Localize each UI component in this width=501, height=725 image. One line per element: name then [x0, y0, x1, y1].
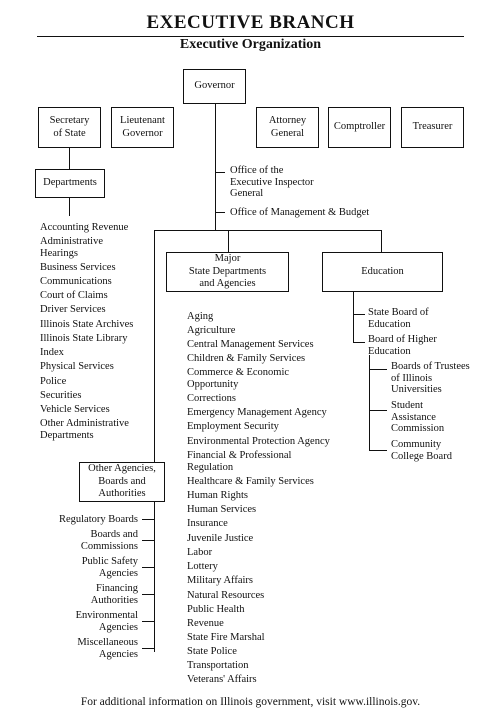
dept-item: Driver Services	[40, 304, 106, 315]
agency-item: Insurance	[187, 518, 228, 529]
title-rule	[37, 36, 464, 37]
departments-box: Departments	[35, 169, 105, 198]
agency-item: Lottery	[187, 561, 218, 572]
office-inspector-general: Office of the Executive Inspector Genera…	[230, 165, 314, 199]
education-trunk-line	[353, 291, 354, 342]
public-safety-connector	[142, 567, 154, 568]
governor-box: Governor	[183, 69, 246, 104]
trustees-connector	[369, 369, 387, 370]
other-agency-item: Public Safety Agencies	[81, 556, 138, 579]
governor-trunk-line	[215, 103, 216, 230]
agency-item: Military Affairs	[187, 575, 254, 586]
agency-item: Emergency Management Agency	[187, 407, 327, 418]
agency-item: Aging	[187, 311, 214, 322]
agency-item: Natural Resources	[187, 590, 265, 601]
other-agency-item: Financing Authorities	[90, 583, 138, 606]
higher-ed-connector	[353, 342, 365, 343]
environmental-connector	[142, 621, 154, 622]
agency-item: State Fire Marshal	[187, 632, 265, 643]
education-connector	[381, 230, 382, 252]
office-management-budget: Office of Management & Budget	[230, 207, 370, 218]
branch-horizontal-line	[154, 230, 381, 231]
comptroller-box: Comptroller	[328, 107, 391, 148]
dept-item: Accounting Revenue	[40, 222, 129, 233]
other-agencies-box: Other Agencies, Boards and Authorities	[79, 462, 165, 502]
major-state-departments-box: Major State Departments and Agencies	[166, 252, 289, 292]
treasurer-box: Treasurer	[401, 107, 464, 148]
agency-item: Healthcare & Family Services	[187, 476, 314, 487]
agency-item: State Police	[187, 646, 237, 657]
state-board-connector	[353, 314, 365, 315]
boards-of-trustees: Boards of Trustees of Illinois Universit…	[391, 361, 470, 395]
dept-item: Communications	[40, 276, 112, 287]
financing-connector	[142, 594, 154, 595]
inspector-connector	[215, 172, 225, 173]
agency-item: Agriculture	[187, 325, 236, 336]
community-college-connector	[369, 450, 387, 451]
dept-item: Administrative Hearings	[40, 236, 103, 259]
dept-item: Business Services	[40, 262, 116, 273]
other-agency-item: Miscellaneous Agencies	[77, 637, 138, 660]
agency-item: Juvenile Justice	[187, 533, 254, 544]
education-box: Education	[322, 252, 443, 292]
dept-item: Police	[40, 376, 67, 387]
student-assistance-connector	[369, 410, 387, 411]
dept-item: Court of Claims	[40, 290, 108, 301]
other-agency-item: Boards and Commissions	[80, 529, 138, 552]
other-agency-item: Regulatory Boards	[58, 514, 138, 525]
regulatory-connector	[142, 519, 154, 520]
agency-item: Veterans' Affairs	[187, 674, 257, 685]
omb-connector	[215, 212, 225, 213]
sos-to-departments-line	[69, 147, 70, 169]
agency-item: Financial & Professional Regulation	[187, 450, 292, 473]
higher-ed-sub-line	[369, 355, 370, 451]
state-board-of-education: State Board of Education	[368, 307, 429, 330]
secretary-of-state-box: Secretary of State	[38, 107, 101, 148]
other-agencies-list-line	[154, 502, 155, 652]
dept-item: Illinois State Library	[40, 333, 128, 344]
other-agency-item: Environmental Agencies	[75, 610, 138, 633]
agency-item: Revenue	[187, 618, 224, 629]
agency-item: Central Management Services	[187, 339, 314, 350]
agency-item: Employment Security	[187, 421, 279, 432]
agency-item: Environmental Protection Agency	[187, 436, 330, 447]
agency-item: Human Services	[187, 504, 257, 515]
departments-list-line	[69, 198, 70, 216]
community-college-board: Community College Board	[391, 439, 452, 462]
dept-item: Index	[40, 347, 64, 358]
dept-item: Securities	[40, 390, 82, 401]
page-title: EXECUTIVE BRANCH	[146, 12, 355, 33]
student-assistance-commission: Student Assistance Commission	[391, 400, 445, 434]
agency-item: Children & Family Services	[187, 353, 306, 364]
lieutenant-governor-box: Lieutenant Governor	[111, 107, 174, 148]
agency-item: Human Rights	[187, 490, 248, 501]
dept-item: Physical Services	[40, 361, 114, 372]
board-of-higher-education: Board of Higher Education	[368, 334, 437, 357]
agency-item: Corrections	[187, 393, 236, 404]
footer-note: For additional information on Illinois g…	[80, 696, 421, 708]
other-agencies-connector	[154, 230, 155, 462]
agency-item: Labor	[187, 547, 213, 558]
dept-item: Other Administrative Departments	[40, 418, 129, 441]
dept-item: Vehicle Services	[40, 404, 110, 415]
dept-item: Illinois State Archives	[40, 319, 134, 330]
misc-connector	[142, 648, 154, 649]
agency-item: Transportation	[187, 660, 249, 671]
boards-connector	[142, 540, 154, 541]
agency-item: Public Health	[187, 604, 245, 615]
major-connector	[228, 230, 229, 252]
page-subtitle: Executive Organization	[179, 37, 322, 52]
attorney-general-box: Attorney General	[256, 107, 319, 148]
agency-item: Commerce & Economic Opportunity	[187, 367, 290, 390]
